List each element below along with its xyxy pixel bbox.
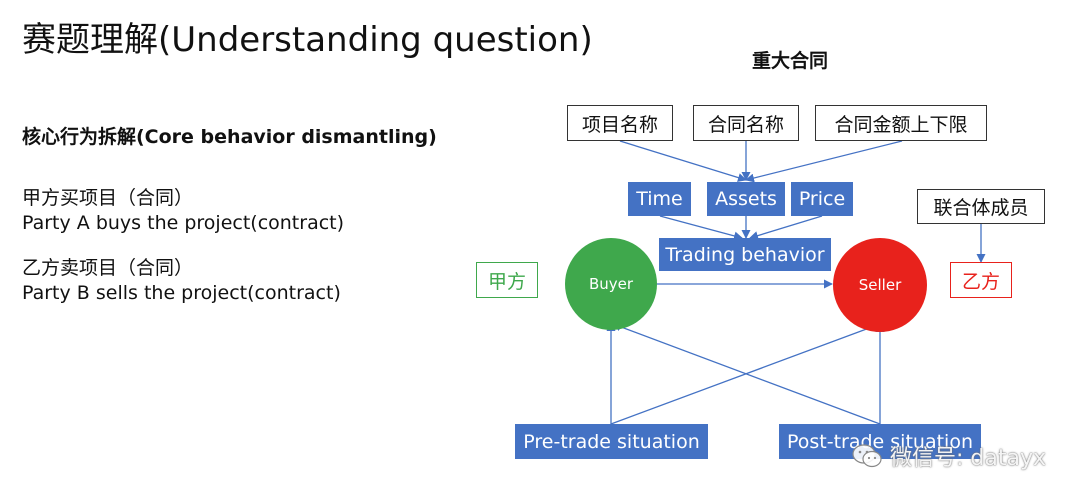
page-title: 赛题理解(Understanding question) bbox=[22, 20, 593, 60]
party-a-description-cn: 甲方买项目（合同） bbox=[22, 187, 194, 209]
project-name-box: 项目名称 bbox=[567, 105, 673, 141]
party-a-description: 甲方买项目（合同） Party A buys the project(contr… bbox=[22, 186, 344, 236]
watermark: 微信号: datayx bbox=[852, 440, 1046, 472]
contract-name-box: 合同名称 bbox=[693, 105, 799, 141]
watermark-text: 微信号: datayx bbox=[890, 446, 1046, 471]
arrow-price-to-trading bbox=[749, 215, 823, 240]
party-b-description-en: Party B sells the project(contract) bbox=[22, 282, 341, 304]
post-trade-situation-box: Post-trade situation bbox=[779, 424, 981, 459]
wechat-icon bbox=[852, 444, 882, 468]
section-heading: 核心行为拆解(Core behavior dismantling) bbox=[22, 126, 437, 148]
party-a-description-en: Party A buys the project(contract) bbox=[22, 212, 345, 234]
pre-trade-situation-box: Pre-trade situation bbox=[515, 424, 708, 459]
party-a-label: 甲方 bbox=[476, 262, 538, 298]
arrow-post-trade-to-buyer bbox=[612, 322, 881, 425]
time-box: Time bbox=[628, 182, 691, 216]
consortium-member-box: 联合体成员 bbox=[917, 189, 1045, 224]
buyer-node: Buyer bbox=[565, 238, 657, 330]
arrow-contract-amount-to-assets bbox=[745, 140, 903, 183]
trading-behavior-box: Trading behavior bbox=[659, 238, 831, 271]
party-b-description-cn: 乙方卖项目（合同） bbox=[22, 257, 194, 279]
seller-node: Seller bbox=[833, 238, 927, 332]
arrow-time-to-trading bbox=[659, 215, 743, 241]
party-b-description: 乙方卖项目（合同） Party B sells the project(cont… bbox=[22, 256, 341, 306]
price-box: Price bbox=[791, 182, 853, 216]
arrow-project-name-to-assets bbox=[619, 140, 747, 182]
contract-amount-range-box: 合同金额上下限 bbox=[815, 105, 987, 141]
diagram-title: 重大合同 bbox=[751, 50, 828, 72]
assets-box: Assets bbox=[707, 182, 785, 216]
party-b-label: 乙方 bbox=[950, 262, 1012, 298]
